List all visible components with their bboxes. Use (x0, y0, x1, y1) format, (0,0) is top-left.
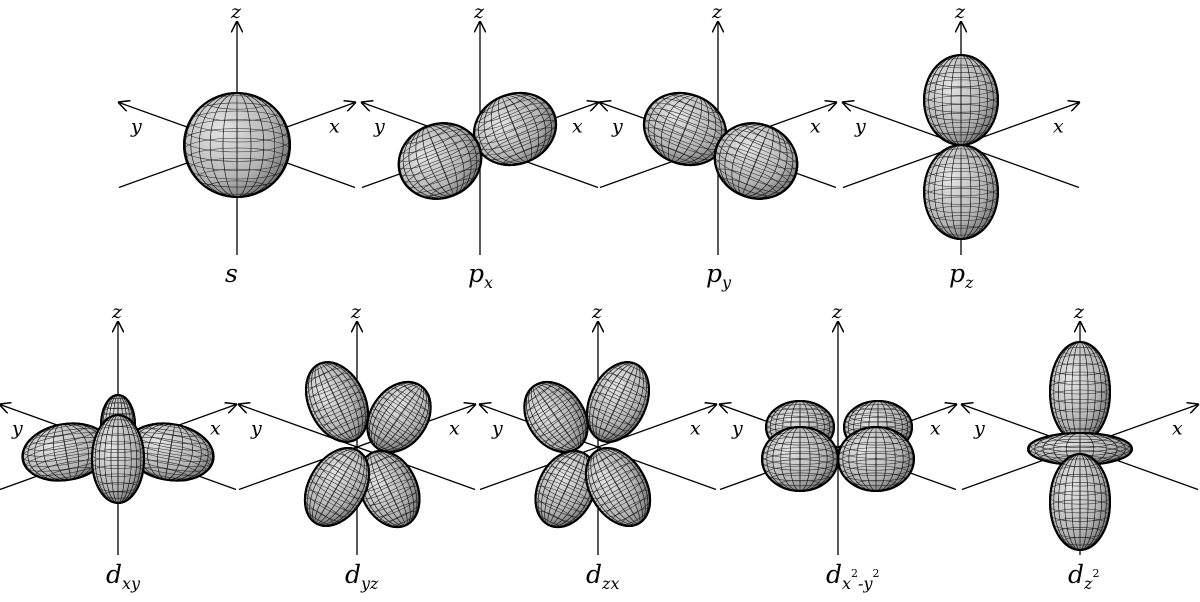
orbital-label-dx2y2: dx2-y2 (826, 560, 880, 593)
dz2-torus (1027, 432, 1133, 466)
s-sphere (183, 92, 291, 198)
dyz-lobe-lower-right (357, 449, 421, 529)
x-axis-label: x (1053, 116, 1064, 138)
orbital-label-dzx: dzx (586, 560, 619, 593)
y-axis-label: y (973, 418, 985, 440)
orbital-panel-dzx: x y z dzx (480, 301, 716, 593)
orbital-label-dyz: dyz (345, 560, 379, 593)
y-axis-label: y (731, 418, 743, 440)
orbital-panel-s: x y z s (119, 1, 355, 288)
z-axis-label: z (711, 1, 723, 23)
orbital-panel-py: x y z py (600, 1, 836, 292)
x-axis-label: x (572, 116, 583, 138)
orbital-panel-dyz: x y z dyz (239, 301, 475, 593)
orbital-label-s: s (225, 259, 238, 288)
z-axis-label: z (230, 1, 242, 23)
y-axis-label: y (11, 418, 23, 440)
dz2-lobe-top (1049, 341, 1111, 443)
dxy-lobe-front (91, 414, 145, 504)
orbital-panel-dxy: x y z dxy (0, 301, 236, 593)
x-axis-label: x (810, 116, 821, 138)
x-axis-label: x (930, 418, 941, 440)
y-axis-label: y (373, 116, 385, 138)
y-axis-label: y (250, 418, 262, 440)
orbital-label-dz2: dz2 (1068, 560, 1099, 593)
dz2-lobe-bottom (1049, 453, 1111, 551)
x-axis-label: x (329, 116, 340, 138)
orbital-panel-pz: x y z pz (843, 1, 1079, 292)
z-axis-label: z (473, 1, 485, 23)
orbital-label-py: py (706, 259, 732, 292)
z-axis-label: z (1073, 301, 1085, 323)
orbital-label-px: px (468, 259, 493, 292)
orbital-label-pz: pz (949, 259, 974, 292)
px-lobe-front (397, 122, 483, 200)
y-axis-label: y (491, 418, 503, 440)
pz-lobe-bottom (923, 144, 999, 240)
z-axis-label: z (591, 301, 603, 323)
orbital-panel-dz2: x y z dz2 (962, 301, 1198, 593)
y-axis-label: y (854, 116, 866, 138)
pz-lobe-top (923, 54, 999, 146)
z-axis-label: z (111, 301, 123, 323)
x-axis-label: x (210, 418, 221, 440)
dzx-lobe-lower-left (534, 449, 598, 529)
dyz-lobe-upper-right (366, 380, 432, 454)
dzx-lobe-lower-right (584, 447, 652, 527)
orbital-panel-px: x y z px (362, 1, 598, 292)
dx2y2-lobe-front-left (761, 426, 839, 492)
dx2y2-lobe-front-right (837, 426, 915, 492)
y-axis-label: y (130, 116, 142, 138)
y-axis-label: y (611, 116, 623, 138)
py-lobe-back (642, 91, 728, 167)
x-axis-label: x (449, 418, 460, 440)
dyz-lobe-upper-left (305, 361, 369, 443)
z-axis-label: z (831, 301, 843, 323)
z-axis-label: z (350, 301, 362, 323)
px-lobe-back (472, 91, 558, 167)
dzx-lobe-upper-left (523, 380, 589, 454)
orbital-panel-dx2y2: x y z dx2-y2 (720, 301, 956, 593)
x-axis-label: x (690, 418, 701, 440)
dxy-lobe-right (125, 422, 215, 482)
z-axis-label: z (954, 1, 966, 23)
orbital-label-dxy: dxy (106, 560, 141, 593)
py-lobe-front (713, 122, 799, 200)
x-axis-label: x (1172, 418, 1183, 440)
dzx-lobe-upper-right (586, 361, 650, 443)
dyz-lobe-lower-left (303, 447, 371, 527)
